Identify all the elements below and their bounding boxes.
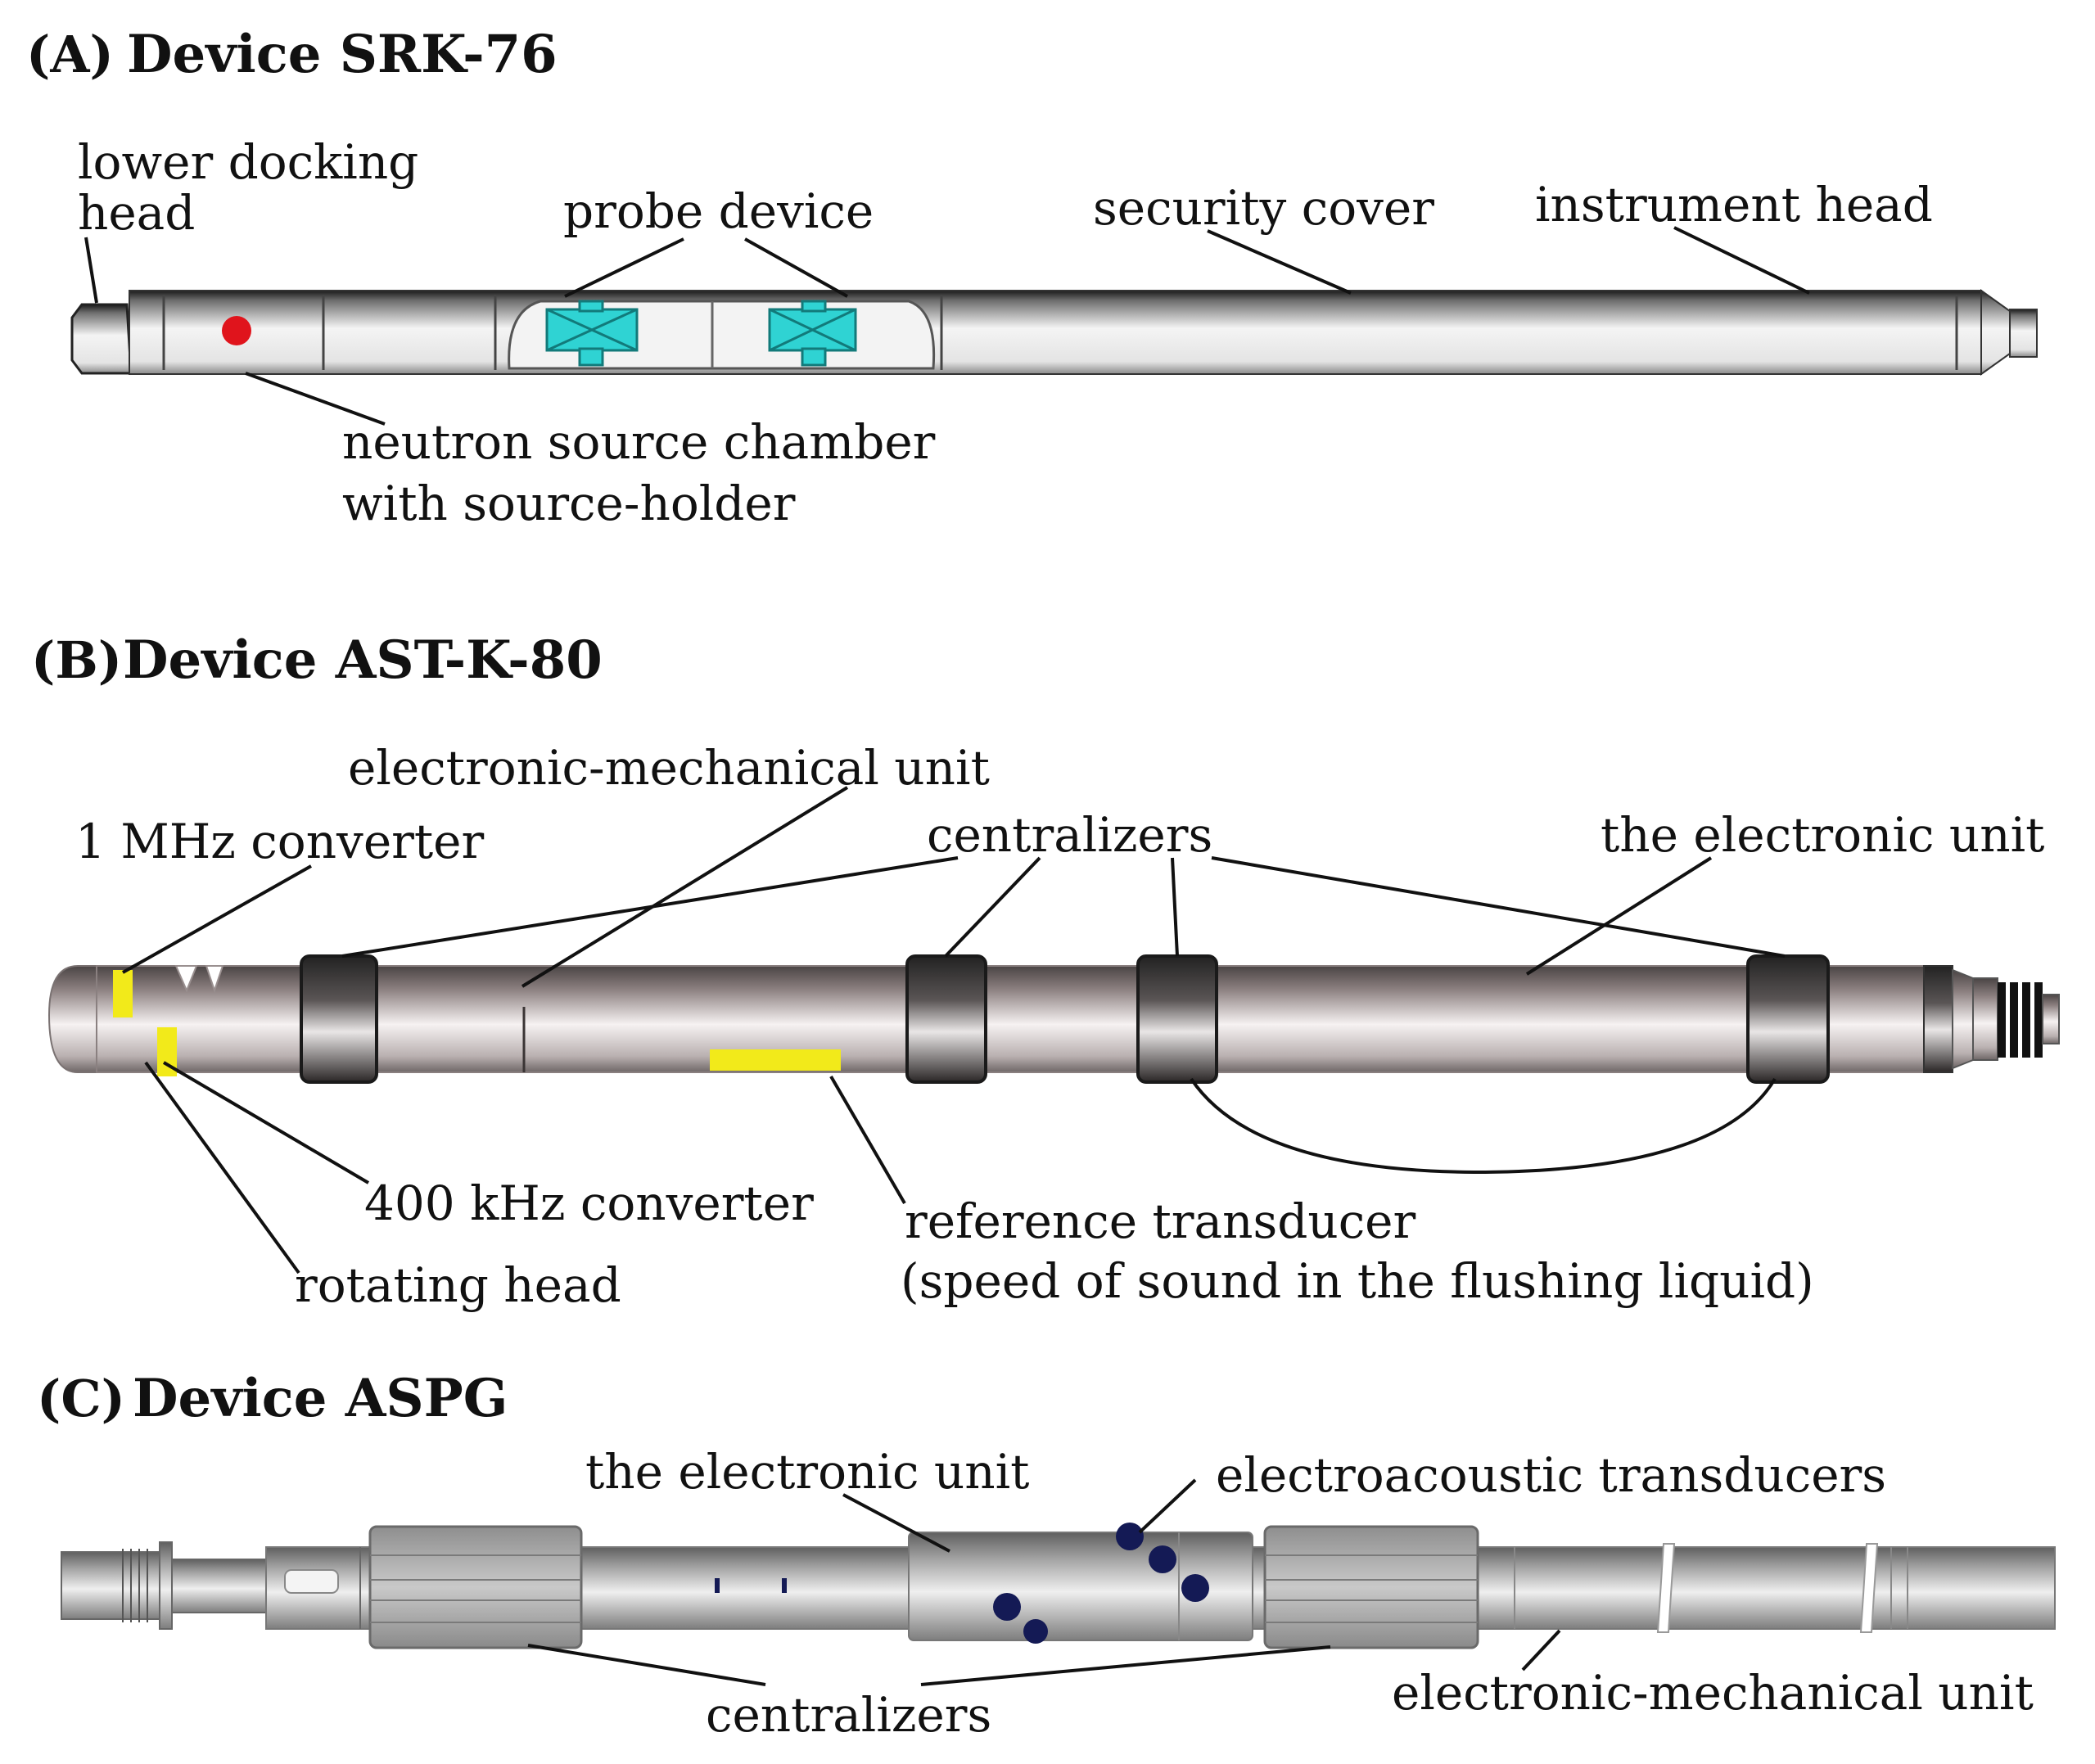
probe-right	[768, 300, 857, 367]
label-electronic-unit-c: the electronic unit	[585, 1444, 1029, 1500]
leader-centralizer-2	[944, 856, 1041, 958]
device-ast-k-80	[47, 954, 2060, 1175]
reference-transducer	[710, 1049, 841, 1071]
neutron-source-dot	[222, 316, 251, 345]
leader-electronic-mechanical-unit	[521, 786, 849, 988]
centralizer-ring-1	[300, 954, 378, 1084]
label-centralizers-c: centralizers	[706, 1687, 991, 1743]
aspg-centralizer-2	[1263, 1525, 1479, 1649]
aspg-threaded-end	[61, 1551, 160, 1620]
label-electroacoustic-transducers: electroacoustic transducers	[1216, 1447, 1886, 1503]
panel-c-title: Device ASPG	[133, 1368, 508, 1429]
leader-centralizer-c1	[527, 1644, 766, 1686]
label-neutron-source-2: with source-holder	[342, 476, 796, 531]
leader-neutron-source	[245, 372, 386, 426]
electroacoustic-transducer-dots	[993, 1523, 1209, 1644]
label-1mhz-converter: 1 MHz converter	[75, 814, 485, 869]
leader-400khz-converter	[162, 1061, 370, 1184]
panel-c-letter: (C)	[37, 1369, 125, 1428]
panel-b-letter: (B)	[31, 630, 122, 690]
panel-a-title: Device SRK-76	[127, 24, 558, 85]
leader-probe-right	[744, 237, 848, 298]
panel-c: (C) Device ASPG	[37, 1368, 2056, 1743]
ast-nose	[47, 965, 99, 1073]
ast-cable-arc	[1190, 1077, 1777, 1175]
lower-docking-head-part	[70, 303, 133, 375]
probe-left	[545, 300, 639, 367]
leader-rotating-head	[144, 1061, 300, 1275]
panel-a: (A) Device SRK-76	[26, 24, 2038, 531]
label-lower-docking-head-2: head	[78, 185, 195, 241]
label-probe-device: probe device	[563, 183, 874, 239]
ast-connector-coils	[1998, 982, 2060, 1058]
leader-reference-transducer	[829, 1075, 906, 1205]
label-centralizers-b: centralizers	[927, 807, 1212, 863]
leader-centralizer-c2	[920, 1645, 1331, 1686]
label-security-cover: security cover	[1093, 180, 1434, 236]
centralizer-ring-4	[1746, 954, 1830, 1084]
label-400khz-converter: 400 kHz converter	[364, 1175, 814, 1231]
label-lower-docking-head-1: lower docking	[78, 134, 418, 190]
srk76-body	[129, 290, 1982, 375]
leader-centralizer-1	[341, 856, 959, 958]
aspg-centralizer-1	[368, 1525, 583, 1649]
ast-body	[96, 965, 1925, 1073]
label-reference-transducer-1: reference transducer	[905, 1193, 1416, 1249]
centralizer-ring-2	[905, 954, 987, 1084]
label-reference-transducer-2: (speed of sound in the flushing liquid)	[901, 1253, 1814, 1309]
instrument-head-taper	[1980, 289, 2011, 376]
leader-instrument-head	[1673, 226, 1810, 295]
leader-probe-left	[564, 237, 684, 298]
leader-electronic-unit-c	[842, 1493, 950, 1553]
label-rotating-head: rotating head	[295, 1257, 621, 1313]
centralizer-ring-3	[1136, 954, 1218, 1084]
leader-centralizer-3	[1171, 857, 1179, 957]
leader-electronic-mechanical-unit-c	[1521, 1629, 1561, 1672]
leader-1mhz-converter	[122, 864, 312, 974]
instrument-head-part	[2009, 309, 2038, 358]
label-electronic-unit-b: the electronic unit	[1601, 807, 2044, 863]
device-aspg	[61, 1523, 2056, 1649]
label-electronic-mechanical-unit: electronic-mechanical unit	[348, 740, 990, 796]
panel-b-title: Device AST-K-80	[123, 629, 603, 691]
label-neutron-source-1: neutron source chamber	[342, 414, 936, 470]
label-electronic-mechanical-unit-c: electronic-mechanical unit	[1392, 1665, 2034, 1721]
converter-1mhz	[113, 970, 133, 1017]
label-instrument-head: instrument head	[1535, 177, 1933, 232]
device-srk76	[70, 289, 2038, 376]
leader-security-cover	[1207, 229, 1352, 295]
panel-b: (B) Device AST-K-80	[31, 629, 2060, 1313]
leader-electronic-unit-b	[1525, 856, 1713, 976]
leader-electroacoustic-transducers	[1138, 1478, 1197, 1534]
panel-a-letter: (A)	[26, 25, 114, 84]
leader-lower-docking-head	[84, 237, 98, 304]
leader-centralizer-4	[1211, 856, 1786, 958]
